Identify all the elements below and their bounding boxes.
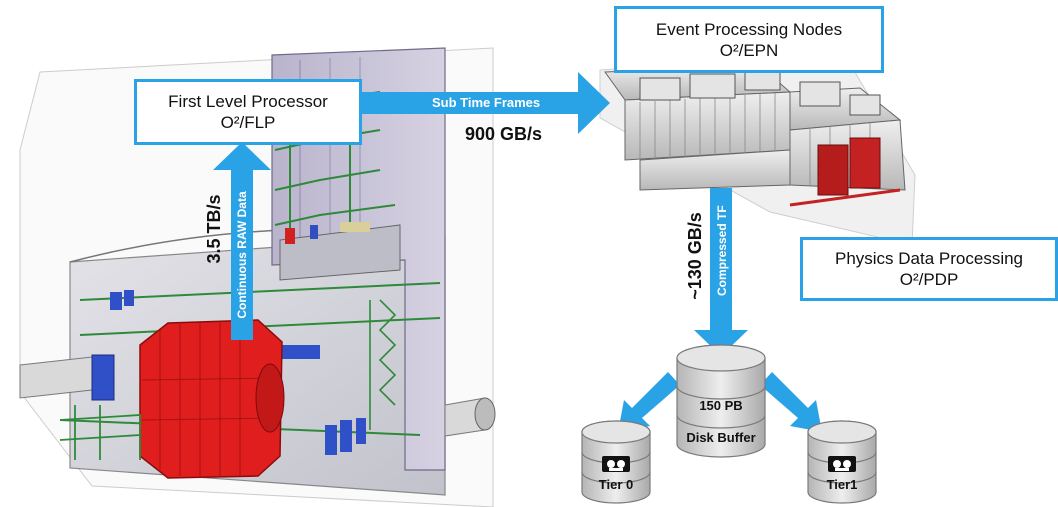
tier0-tape-icon [602, 456, 630, 472]
stf-label: Sub Time Frames [432, 95, 541, 110]
raw-label: Continuous RAW Data [235, 191, 249, 319]
flp-subtitle: O²/FLP [220, 113, 276, 132]
epn-title: Event Processing Nodes [655, 20, 843, 39]
alice-cavern-illustration [19, 47, 496, 507]
flp-title: First Level Processor [168, 92, 328, 111]
ctf-arrow [694, 188, 748, 356]
pdp-subtitle: O²/PDP [899, 270, 959, 289]
tier1-tape-icon [828, 456, 856, 472]
ctf-rate: ~130 GB/s [685, 212, 705, 300]
tier1-arrow [760, 372, 822, 432]
tier0-label: Tier 0 [598, 477, 634, 492]
epn-farm-illustration [599, 54, 916, 246]
raw-rate: 3.5 TB/s [204, 194, 224, 264]
pdp-box: Physics Data Processing O²/PDP [800, 237, 1058, 301]
epn-subtitle: O²/EPN [719, 41, 779, 60]
raw-data-arrow [213, 142, 271, 340]
tier1-label: Tier1 [826, 477, 858, 492]
disk-buffer-icon [676, 344, 766, 458]
disk-buffer-label: Disk Buffer [686, 430, 756, 445]
ctf-label: Compressed TF [715, 205, 729, 296]
stf-rate: 900 GB/s [465, 124, 543, 144]
tier0-arrow [618, 372, 680, 432]
pdp-title: Physics Data Processing [834, 249, 1024, 268]
flp-box: First Level Processor O²/FLP [134, 79, 362, 145]
disk-buffer-size: 150 PB [699, 398, 743, 413]
stf-arrow [362, 72, 610, 134]
epn-box: Event Processing Nodes O²/EPN [614, 6, 884, 73]
